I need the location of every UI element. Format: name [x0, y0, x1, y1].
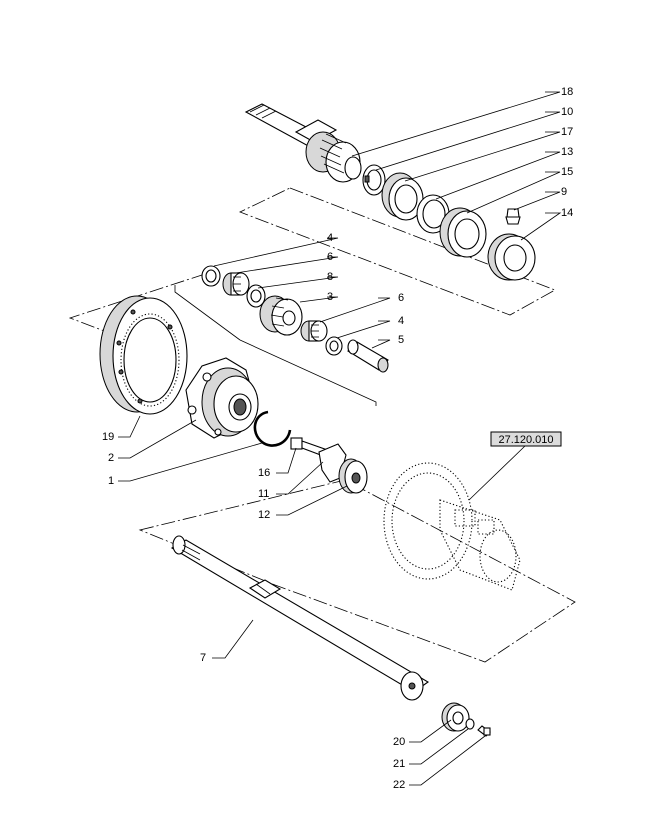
- seal-part-14: [487, 233, 536, 281]
- washer-part-8: [246, 284, 266, 308]
- reference-label: 27.120.010: [498, 434, 553, 446]
- callout-6-lower: 6: [398, 292, 404, 304]
- callout-2: 2: [108, 452, 114, 464]
- input-shaft-part-18: [244, 103, 362, 183]
- washer-part-12: [338, 458, 368, 494]
- callout-13: 13: [561, 146, 573, 158]
- washer-part-4-lower: [325, 336, 343, 356]
- washer-part-4-upper: [201, 265, 221, 287]
- callout-19: 19: [102, 431, 114, 443]
- callout-20: 20: [393, 736, 405, 748]
- bearing-part-10: [362, 164, 386, 196]
- bearing-part-17: [381, 172, 424, 221]
- screw-part-22: [477, 725, 491, 737]
- callout-4-upper: 4: [327, 232, 333, 244]
- callout-17: 17: [561, 126, 573, 138]
- callout-5: 5: [398, 334, 404, 346]
- pin-part-5: [347, 339, 389, 373]
- planet-gear-part-3: [259, 295, 303, 336]
- callout-21: 21: [393, 758, 405, 770]
- leader-lines: [118, 91, 562, 786]
- end-cap-part-20: [441, 702, 470, 732]
- ring-gear-part-19: [99, 295, 188, 415]
- callout-1: 1: [108, 475, 114, 487]
- callout-14: 14: [561, 207, 573, 219]
- callout-7: 7: [200, 652, 206, 664]
- callout-10: 10: [561, 106, 573, 118]
- housing-reference-27-120-010: [383, 462, 521, 591]
- callout-9: 9: [561, 186, 567, 198]
- bearing-part-15: [439, 207, 487, 258]
- reference-box[interactable]: 27.120.010: [490, 431, 562, 447]
- callout-15: 15: [561, 166, 573, 178]
- washer-part-21: [465, 718, 475, 730]
- output-shaft-part-7: [170, 535, 430, 701]
- callout-11: 11: [258, 488, 269, 500]
- callout-8: 8: [327, 271, 333, 283]
- assembly-outline-lower: [138, 479, 576, 663]
- callout-6-upper: 6: [327, 251, 333, 263]
- callout-4-lower: 4: [398, 315, 404, 327]
- plug-part-9: [505, 208, 521, 225]
- callout-18: 18: [561, 86, 573, 98]
- needle-bearing-part-6-lower: [300, 320, 328, 342]
- callout-12: 12: [258, 509, 270, 521]
- callout-22: 22: [393, 779, 405, 791]
- callout-3: 3: [327, 291, 333, 303]
- callout-16: 16: [258, 467, 270, 479]
- callout-labels: 18 10 17 13 15 9 14 4 6 8 3 6 4 5 19 2 1…: [102, 86, 573, 791]
- planet-carrier-part-2: [185, 357, 259, 439]
- needle-bearing-part-6-upper: [222, 272, 250, 296]
- snap-ring-part-1: [253, 410, 292, 447]
